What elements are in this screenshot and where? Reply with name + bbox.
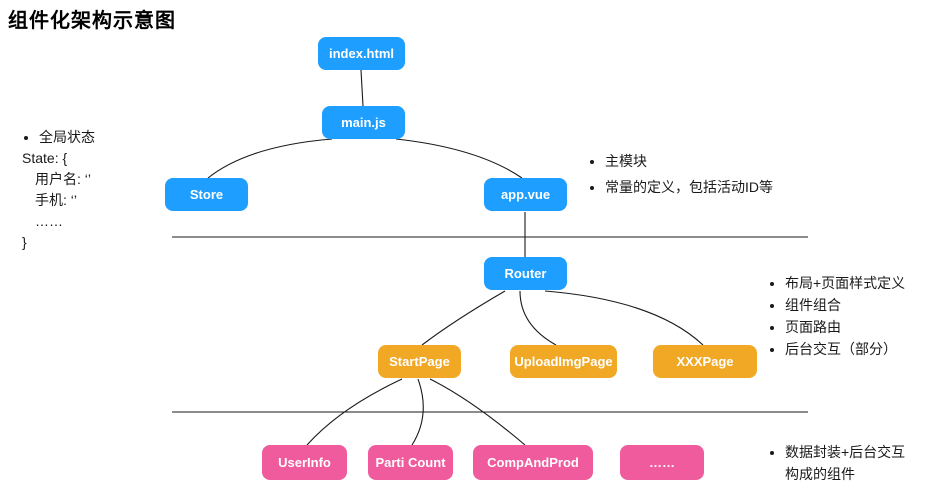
node-comp-and-prod: CompAndProd [473, 445, 593, 480]
note-line: 主模块 [605, 148, 773, 174]
note-line: …… [35, 213, 63, 229]
note-line: 手机: ‘’ [35, 192, 77, 208]
global-state-note: 全局状态 State: { 用户名: ‘’ 手机: ‘’ …… } [22, 126, 95, 253]
note-line: State: { [22, 150, 68, 166]
edge-startpage-to-userinfo [306, 378, 403, 446]
edge-router-to-uploadimgpage [519, 290, 557, 346]
note-line: 页面路由 [785, 316, 905, 338]
node-start-page: StartPage [378, 345, 461, 378]
edge-startpage-to-particount [411, 378, 424, 446]
app-vue-note: 主模块 常量的定义，包括活动ID等 [588, 148, 773, 200]
edge-main-to-appvue [395, 138, 523, 179]
node-more-components: …… [620, 445, 704, 480]
router-bullet-list: 布局+页面样式定义 组件组合 页面路由 后台交互（部分） [768, 272, 905, 360]
node-xxx-page: XXXPage [653, 345, 757, 378]
edge-main-to-store [207, 138, 333, 179]
global-state-bullet-list: 全局状态 [22, 126, 95, 148]
node-app-vue: app.vue [484, 178, 567, 211]
note-line: 组件组合 [785, 294, 905, 316]
node-main-js: main.js [322, 106, 405, 139]
note-line: 常量的定义，包括活动ID等 [605, 174, 773, 200]
node-router: Router [484, 257, 567, 290]
note-line: 用户名: ‘’ [35, 171, 91, 187]
components-bullet-list: 数据封装+后台交互 构成的组件 [768, 441, 905, 485]
note-line: 数据封装+后台交互 构成的组件 [785, 441, 905, 485]
page-title: 组件化架构示意图 [8, 10, 176, 32]
router-note: 布局+页面样式定义 组件组合 页面路由 后台交互（部分） [768, 272, 905, 360]
note-line: } [22, 234, 27, 250]
edge-startpage-to-compandprod [429, 378, 526, 446]
node-upload-img-page: UploadImgPage [510, 345, 617, 378]
note-line: 后台交互（部分） [785, 338, 905, 360]
note-line: 布局+页面样式定义 [785, 272, 905, 294]
node-parti-count: Parti Count [368, 445, 453, 480]
note-line: 全局状态 [39, 126, 95, 148]
edge-router-to-startpage [421, 290, 506, 346]
node-store: Store [165, 178, 248, 211]
app-vue-bullet-list: 主模块 常量的定义，包括活动ID等 [588, 148, 773, 200]
components-note: 数据封装+后台交互 构成的组件 [768, 441, 905, 485]
edge-router-to-xxxpage [544, 290, 704, 346]
node-user-info: UserInfo [262, 445, 347, 480]
edge-index-to-main [360, 69, 364, 107]
node-index-html: index.html [318, 37, 405, 70]
